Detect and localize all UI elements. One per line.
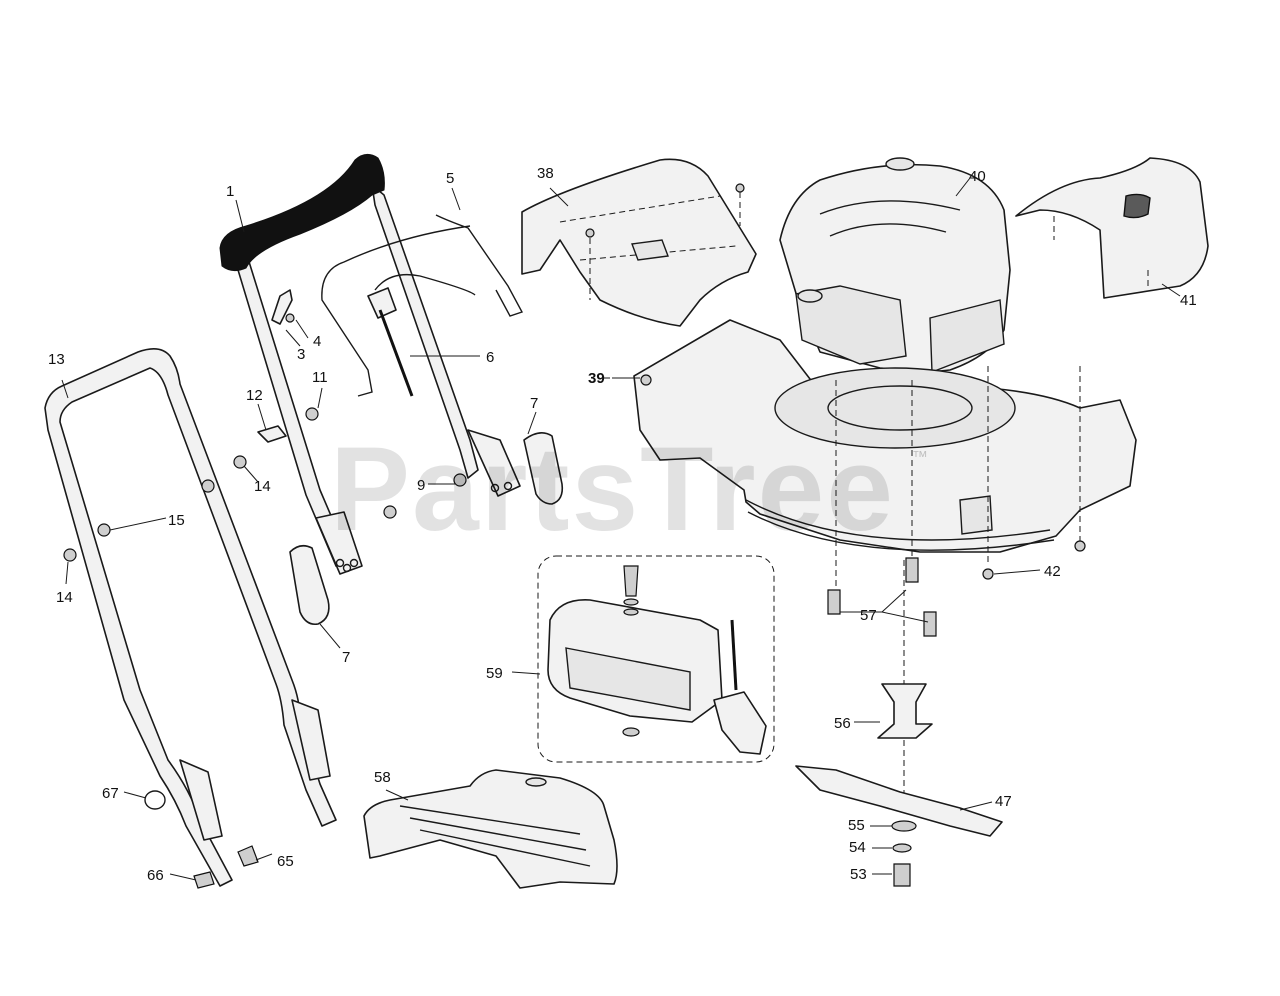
blade-hardware [891,820,917,887]
callout-7a: 7 [530,395,538,412]
callout-39: 39 [588,370,605,387]
callout-67: 67 [102,785,119,802]
control-cable [367,273,476,397]
callout-4: 4 [313,333,321,350]
watermark: PartsTree [330,422,895,556]
handle-knob-7 [289,544,330,626]
mower-deck-39 [600,319,1137,553]
callout-58: 58 [374,769,391,786]
callout-13: 13 [48,351,65,368]
callout-5: 5 [446,170,454,187]
callout-40: 40 [969,168,986,185]
mulch-kit-59 [537,555,775,763]
discharge-cover-58 [363,769,618,889]
blade-47 [795,765,1003,837]
engine-40 [779,157,1011,374]
callout-3: 3 [297,346,305,363]
callout-41: 41 [1180,292,1197,309]
callout-38: 38 [537,165,554,182]
deck-hardware [827,540,1086,637]
callout-12: 12 [246,387,263,404]
engine-shroud-38 [521,158,757,327]
callout-59: 59 [486,665,503,682]
callout-66: 66 [147,867,164,884]
callout-14a: 14 [254,478,271,495]
callout-7b: 7 [342,649,350,666]
callout-11: 11 [312,369,328,386]
callout-65: 65 [277,853,294,870]
callout-6: 6 [486,349,494,366]
engine-cover-41 [1015,157,1209,299]
lower-handle [44,348,337,887]
blade-adapter-56 [877,683,933,739]
callout-42: 42 [1044,563,1061,580]
callout-9: 9 [417,477,425,494]
upper-handle [219,154,521,575]
leader-lines [61,177,1181,881]
clip-12 [257,425,287,443]
callout-1: 1 [226,183,234,200]
cable-clip [271,289,293,325]
callout-54: 54 [849,839,866,856]
callout-15: 15 [168,512,185,529]
callout-56: 56 [834,715,851,732]
callout-55: 55 [848,817,865,834]
engine-guide-lines [835,216,1149,800]
callout-53: 53 [850,866,867,883]
callout-14b: 14 [56,589,73,606]
callout-57: 57 [860,607,877,624]
callout-47: 47 [995,793,1012,810]
handle-knob-7b [523,432,564,505]
callout-labels: 1 3 4 5 6 7 7 9 11 12 13 14 14 15 38 39 … [48,165,1197,884]
watermark-trademark: ™ [912,449,928,466]
shift-lever-rod [321,214,524,397]
